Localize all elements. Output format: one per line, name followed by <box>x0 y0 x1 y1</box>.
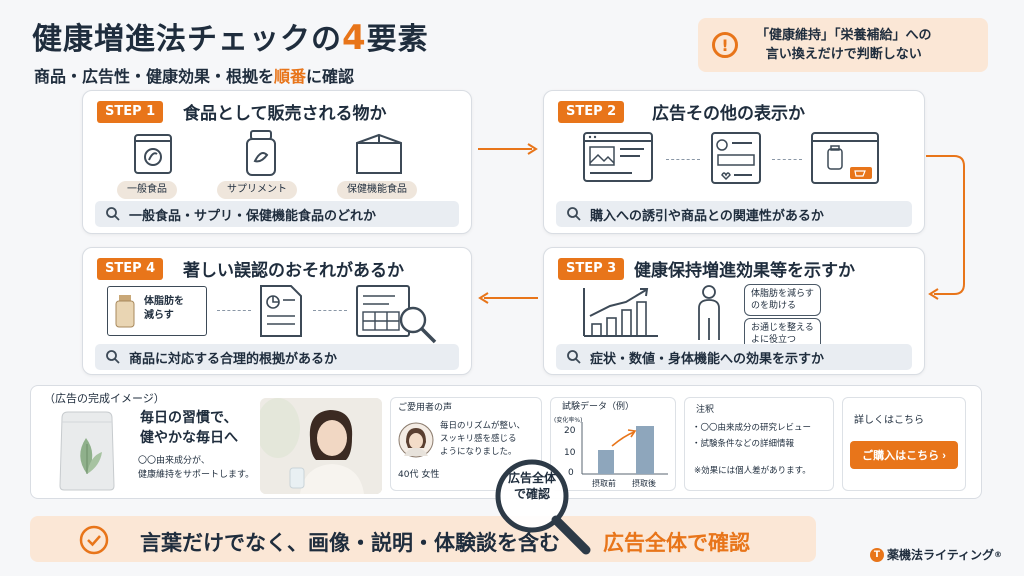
step1-title: 食品として販売される物か <box>183 104 387 124</box>
voice-person: 40代 女性 <box>398 470 440 480</box>
trial-tick: 20 <box>564 426 576 436</box>
exclamation-icon: ! <box>712 32 738 58</box>
summary-banner <box>30 516 816 562</box>
tag-functional-food: 保健機能食品 <box>337 181 417 199</box>
step3-check: 症状・数値・身体機能への効果を示すか <box>556 344 912 370</box>
tag-supplement: サプリメント <box>217 181 297 199</box>
summary-accent: 広告全体で確認 <box>603 531 750 555</box>
step1-check: 一般食品・サプリ・保健機能食品のどれか <box>95 201 459 227</box>
trial-tick: 0 <box>568 468 574 478</box>
connector-dash <box>313 310 347 311</box>
step4-card: STEP 4 著しい誤認のおそれがあるか 体脂肪を減らす 商品に対応する <box>82 247 472 375</box>
ad-headline: 毎日の習慣で、健やかな毎日へ <box>140 410 238 446</box>
step3-badge: STEP 3 <box>558 258 625 280</box>
step1-card: STEP 1 食品として販売される物か 一般食品 サプリメント 保健機能食品 一… <box>82 90 472 234</box>
bottle-icon <box>115 295 135 328</box>
search-icon <box>567 207 581 221</box>
warning-box: ! 「健康維持」「栄養補給」への 言い換えだけで判断しない <box>698 18 988 72</box>
search-icon <box>567 350 581 364</box>
trial-tick: 10 <box>564 448 576 458</box>
growth-chart-icon <box>583 288 658 337</box>
connector-dash <box>217 310 251 311</box>
evidence-table-magnifier-icon <box>356 285 437 344</box>
magnifier-icon <box>495 459 591 555</box>
step4-badge: STEP 4 <box>97 258 164 280</box>
trial-title: 試験データ（例） <box>562 402 635 412</box>
step4-title: 著しい誤認のおそれがあるか <box>183 261 404 281</box>
food-pouch-icon <box>134 134 172 174</box>
arrow-down-icon <box>926 155 965 300</box>
trial-data-panel <box>550 397 676 491</box>
detail-link[interactable]: 詳しくはこちら <box>854 415 924 426</box>
step2-title: 広告その他の表示か <box>652 104 805 124</box>
ad-description: 〇〇由来成分が、健康維持をサポートします。 <box>138 456 255 480</box>
claim-label: 体脂肪を減らす <box>144 296 184 321</box>
step2-check: 購入への誘引や商品との関連性があるか <box>556 201 912 227</box>
step1-badge: STEP 1 <box>97 101 164 123</box>
customer-avatar-icon <box>398 422 434 458</box>
web-page-icon <box>583 132 653 182</box>
notes-disclaimer: ※効果には個人差があります。 <box>694 466 811 476</box>
summary-text: 言葉だけでなく、画像・説明・体験談を含む <box>140 531 560 555</box>
step2-card: STEP 2 広告その他の表示か 購入への誘引や商品との関連性があるか <box>543 90 925 234</box>
supplement-bottle-icon <box>246 130 276 176</box>
notes-title: 注釈 <box>696 405 715 415</box>
step2-badge: STEP 2 <box>558 101 625 123</box>
woman-photo-icon <box>260 398 382 494</box>
connector-dash <box>772 159 802 160</box>
step3-title: 健康保持増進効果等を示すか <box>634 261 855 281</box>
connector-dash <box>666 159 700 160</box>
notes-panel <box>684 397 834 491</box>
health-food-box-icon <box>356 133 402 174</box>
voice-title: ご愛用者の声 <box>398 403 453 413</box>
trial-unit: (変化率%) <box>554 417 583 424</box>
search-icon <box>106 207 120 221</box>
tag-general-food: 一般食品 <box>117 181 177 199</box>
shop-page-icon <box>811 132 879 184</box>
voice-text: 毎日のリズムが整い、スッキリ感を感じるようになりました。 <box>440 421 526 457</box>
search-icon <box>106 350 120 364</box>
step3-card: STEP 3 健康保持増進効果等を示すか 体脂肪を減らすのを助ける お通じを整え… <box>543 247 925 375</box>
page-title: 健康増進法チェックの4要素 <box>32 18 429 58</box>
brand-mark-icon: T <box>870 547 884 562</box>
brand-logo: T 薬機法ライティング® <box>870 546 1002 563</box>
report-doc-icon <box>260 285 302 337</box>
ad-claim-doc: 体脂肪を減らす <box>107 286 207 336</box>
notes-list: ・〇〇由来成分の研究レビュー・試験条件などの詳細情報 <box>692 423 812 449</box>
ad-example-label: （広告の完成イメージ） <box>44 392 165 405</box>
person-icon <box>698 285 720 340</box>
step4-check: 商品に対応する合理的根拠があるか <box>95 344 459 370</box>
product-pouch-icon <box>59 411 115 491</box>
warning-text: 「健康維持」「栄養補給」への 言い換えだけで判断しない <box>756 28 932 62</box>
trial-after-label: 摂取後 <box>632 479 656 488</box>
page-subtitle: 商品・広告性・健康効果・根拠を順番に確認 <box>34 67 355 86</box>
arrow-right-icon <box>478 143 538 155</box>
trial-bar-chart <box>581 422 668 475</box>
effect-bubble: 体脂肪を減らすのを助ける <box>744 284 821 316</box>
magnifier-label: 広告全体で確認 <box>507 471 556 501</box>
arrow-left-icon <box>478 292 538 304</box>
review-page-icon <box>711 132 761 184</box>
ad-photo <box>260 398 382 494</box>
purchase-button[interactable]: ご購入はこちら › <box>850 441 958 469</box>
check-circle-icon <box>79 525 109 555</box>
trial-before-label: 摂取前 <box>592 479 616 488</box>
